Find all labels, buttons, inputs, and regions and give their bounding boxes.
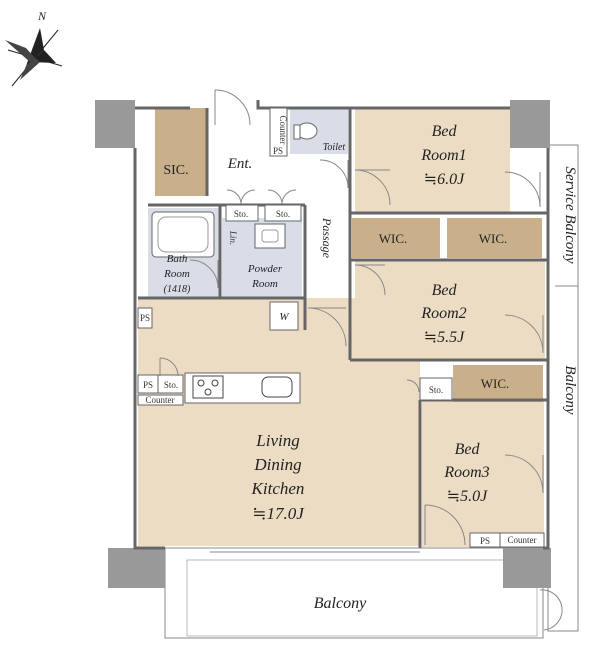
bed1-room: Room1 bbox=[420, 147, 466, 164]
wic1-floor bbox=[352, 218, 440, 258]
sink-icon bbox=[261, 376, 293, 398]
bed3-floor bbox=[422, 400, 544, 547]
wic1-label: WIC. bbox=[379, 231, 408, 246]
ldk-floor bbox=[138, 298, 420, 546]
bed1-size: ≒6.0J bbox=[424, 171, 465, 188]
bed1-name: Bed bbox=[432, 123, 458, 140]
washer-space bbox=[269, 301, 299, 331]
compass-icon: N bbox=[5, 9, 63, 87]
north-label: N bbox=[37, 9, 47, 23]
powder-name: Powder bbox=[247, 263, 283, 275]
ldk-living: Living bbox=[255, 431, 299, 450]
sto-entrance-left-label: Sto. bbox=[234, 209, 248, 219]
stove-icon bbox=[192, 375, 224, 399]
washbasin bbox=[254, 223, 286, 249]
window-lines bbox=[210, 547, 420, 553]
entrance-label: Ent. bbox=[227, 156, 253, 172]
bed2-room: Room2 bbox=[420, 305, 466, 322]
ldk-dining: Dining bbox=[253, 455, 301, 474]
toilet-counter-label: Counter bbox=[278, 116, 288, 145]
counter-bed3-label: Counter bbox=[508, 535, 537, 545]
wic2-floor bbox=[447, 218, 542, 258]
toilet-ps-label: PS bbox=[273, 146, 283, 156]
ldk-kitchen: Kitchen bbox=[251, 479, 305, 498]
bed2-name: Bed bbox=[432, 282, 458, 299]
ps-bed3-label: PS bbox=[480, 536, 490, 546]
passage-label: Passage bbox=[320, 217, 334, 259]
service-balcony-label: Service Balcony bbox=[562, 166, 578, 263]
sic-label: SIC. bbox=[163, 163, 188, 178]
bed3-size: ≒5.0J bbox=[447, 488, 488, 505]
sto-entrance-right-label: Sto. bbox=[276, 209, 290, 219]
washer-label: W bbox=[279, 311, 289, 323]
bed2-size: ≒5.5J bbox=[424, 329, 465, 346]
sic-floor bbox=[155, 108, 207, 196]
counter-kitchen-label: Counter bbox=[146, 395, 175, 405]
bath-room: Room bbox=[163, 268, 190, 280]
powder-room: Room bbox=[251, 278, 278, 290]
bathtub bbox=[151, 211, 215, 258]
bed1-floor bbox=[355, 108, 510, 213]
wic3-label: WIC. bbox=[481, 376, 510, 391]
ps-kitchen-label: PS bbox=[143, 380, 153, 390]
toilet-counter bbox=[269, 107, 288, 157]
ps-bath-label: PS bbox=[140, 313, 150, 323]
bath-size: (1418) bbox=[164, 284, 191, 295]
linen-label: Lin. bbox=[228, 230, 238, 245]
sto-kitchen-label: Sto. bbox=[164, 380, 178, 390]
balcony-label: Balcony bbox=[314, 595, 367, 612]
ldk-size: ≒17.0J bbox=[252, 504, 305, 523]
wall-lines bbox=[133, 100, 550, 550]
wic3-floor bbox=[453, 365, 543, 402]
bed3-room: Room3 bbox=[443, 464, 489, 481]
structural-walls bbox=[95, 100, 551, 588]
toilet-label: Toilet bbox=[323, 142, 346, 153]
balcony-area bbox=[164, 547, 544, 639]
side-balcony-label: Balcony bbox=[562, 365, 578, 414]
door-swings bbox=[159, 89, 563, 631]
wic2-label: WIC. bbox=[479, 231, 508, 246]
bath-name: Bath bbox=[167, 253, 188, 265]
sto-bed3-label: Sto. bbox=[429, 385, 443, 395]
bed3-name: Bed bbox=[455, 441, 481, 458]
